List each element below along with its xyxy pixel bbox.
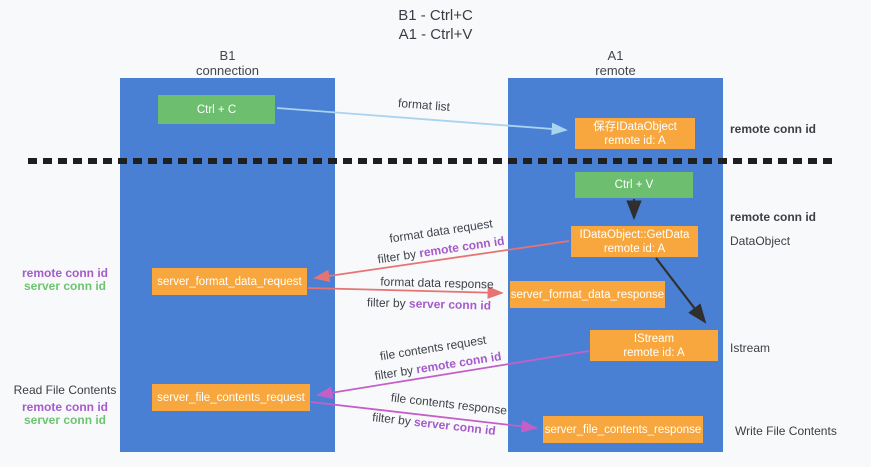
node-save-dataobject: 保存IDataObject remote id: A <box>575 118 695 149</box>
diagram-title-line2: A1 - Ctrl+V <box>398 26 473 43</box>
node-server-file-contents-response-label: server_file_contents_response <box>544 423 702 436</box>
node-idataobject-getdata-line2: remote id: A <box>603 242 666 255</box>
diagram-title: B1 - Ctrl+C A1 - Ctrl+V <box>0 6 871 44</box>
session-separator-dashed-line <box>28 158 834 164</box>
filter-by-prefix: filter by <box>373 362 418 383</box>
diagram-title-line1: B1 - Ctrl+C <box>398 7 473 24</box>
node-ctrl-c-label: Ctrl + C <box>196 103 237 116</box>
label-filter-server-conn-id-1: filter by server conn id <box>367 295 491 312</box>
node-save-dataobject-line2: remote id: A <box>604 134 666 147</box>
filter-by-prefix: filter by <box>371 410 415 429</box>
annotation-remote-conn-id-bottom-left: remote conn id <box>21 400 108 414</box>
filter-key-server-conn-id: server conn id <box>413 414 497 438</box>
annotation-remote-conn-id-mid-right: remote conn id <box>730 210 817 224</box>
filter-by-prefix: filter by <box>366 295 410 311</box>
annotation-group-read-file: Read File Contents remote conn id server… <box>10 384 120 427</box>
lifeline-b1-subtitle: connection <box>196 63 259 78</box>
lifeline-a1-title: A1 <box>607 48 624 63</box>
lifeline-a1-subtitle: remote <box>595 63 636 78</box>
filter-by-prefix: filter by <box>376 246 421 267</box>
node-ctrl-v-label: Ctrl + V <box>614 179 654 191</box>
node-server-format-data-request: server_format_data_request <box>152 268 307 295</box>
label-format-data-response: format data response <box>380 274 494 292</box>
annotation-server-conn-id-left: server conn id <box>23 279 107 293</box>
node-server-file-contents-request: server_file_contents_request <box>152 384 310 411</box>
node-idataobject-getdata: IDataObject::GetData remote id: A <box>571 226 698 257</box>
node-idataobject-getdata-line1: IDataObject::GetData <box>579 228 690 241</box>
annotation-remote-conn-id-top-right: remote conn id <box>730 122 817 136</box>
node-istream: IStream remote id: A <box>590 330 718 361</box>
node-istream-line2: remote id: A <box>623 346 685 359</box>
node-server-format-data-response: server_format_data_response <box>510 281 665 308</box>
node-server-format-data-response-label: server_format_data_response <box>510 288 665 301</box>
annotation-write-file-contents: Write File Contents <box>735 424 837 438</box>
node-server-file-contents-response: server_file_contents_response <box>543 416 703 443</box>
lifeline-header-a1: A1 remote <box>508 48 723 78</box>
node-istream-line1: IStream <box>633 332 675 345</box>
lifeline-header-b1: B1 connection <box>120 48 335 78</box>
annotation-server-conn-id-bottom-left: server conn id <box>23 413 107 427</box>
node-save-dataobject-line1: 保存IDataObject <box>593 120 677 133</box>
label-format-list: format list <box>397 95 451 115</box>
lifeline-b1-title: B1 <box>219 48 236 63</box>
node-server-file-contents-request-label: server_file_contents_request <box>157 391 305 404</box>
filter-key-server-conn-id: server conn id <box>408 296 492 313</box>
annotation-dataobject: DataObject <box>730 234 791 248</box>
node-ctrl-v: Ctrl + V <box>575 172 693 198</box>
node-ctrl-c: Ctrl + C <box>158 95 275 124</box>
annotation-group-format-conn-ids: remote conn id server conn id <box>10 267 120 293</box>
annotation-istream: Istream <box>730 341 771 355</box>
annotation-read-file-contents: Read File Contents <box>13 383 117 397</box>
node-server-format-data-request-label: server_format_data_request <box>157 275 302 288</box>
annotation-remote-conn-id-left: remote conn id <box>21 266 108 280</box>
